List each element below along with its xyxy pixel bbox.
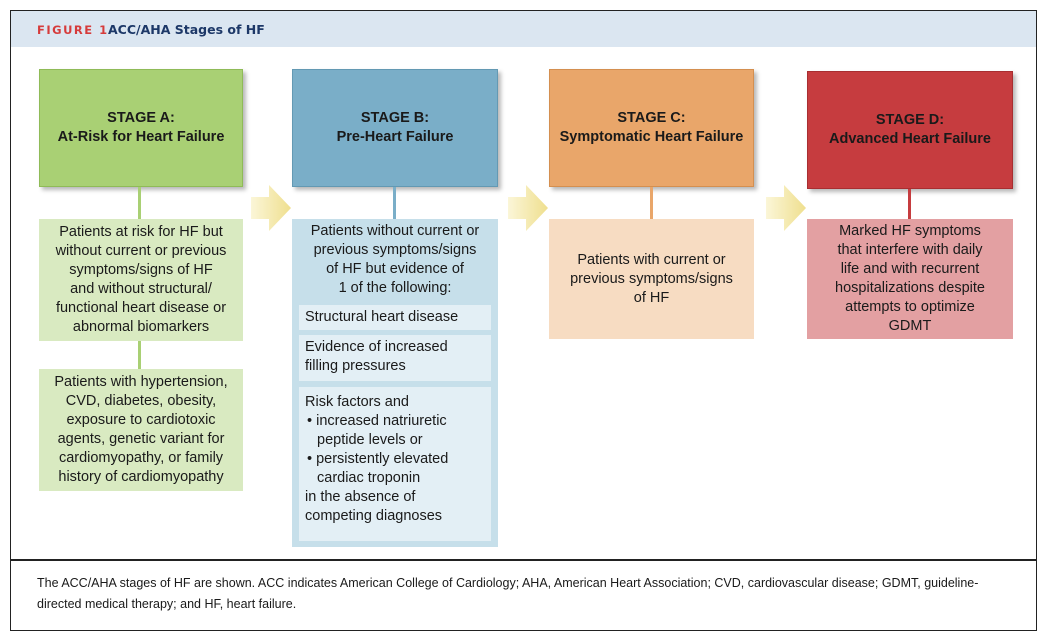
stage-b-risk-bullet-cont: cardiac troponin: [317, 470, 421, 486]
stage-d-box-line: GDMT: [888, 318, 932, 334]
stage-a-box-2-line: agents, genetic variant for: [57, 431, 225, 447]
stage-b-header: STAGE B: Pre-Heart Failure: [292, 69, 498, 187]
stage-a-box-2-line: exposure to cardiotoxic: [66, 412, 216, 428]
stage-c-box-line: previous symptoms/signs: [570, 270, 733, 287]
stage-a-box-2: Patients with hypertension, CVD, diabete…: [39, 369, 243, 491]
figure-number: FIGURE 1: [37, 23, 109, 37]
stage-c-box-1: Patients with current or previous sympto…: [549, 219, 754, 339]
stage-a-box-1-line: abnormal biomarkers: [72, 319, 210, 335]
stage-a-heading: STAGE A:: [107, 110, 175, 126]
stage-d-box-line: attempts to optimize: [845, 299, 975, 315]
stage-b-item-filling: Evidence of increased filling pressures: [299, 335, 491, 381]
stage-b-intro-line: previous symptoms/signs: [313, 242, 477, 258]
stage-c-subheading: Symptomatic Heart Failure: [559, 129, 744, 145]
stage-b-risk-bullet: • persistently elevated: [307, 451, 449, 467]
stage-d-box-line: Marked HF symptoms: [839, 223, 981, 239]
stage-a-box-1-line: Patients at risk for HF but: [59, 224, 223, 240]
stage-a-box-1: Patients at risk for HF but without curr…: [39, 219, 243, 341]
stage-b-item-structural: Structural heart disease: [299, 305, 491, 330]
arrow-b-to-c-icon: [508, 185, 548, 231]
stage-a-connector-mid: [138, 341, 141, 369]
stage-d-heading: STAGE D:: [875, 112, 945, 128]
figure-title: ACC/AHA Stages of HF: [108, 22, 265, 37]
stage-a-box-1-line: functional heart disease or: [55, 300, 227, 316]
caption-line-2: directed medical therapy; and HF, heart …: [37, 597, 297, 611]
stage-d-box-line: life and with recurrent: [840, 261, 980, 277]
stage-b-intro-line: 1 of the following:: [338, 280, 452, 296]
stage-c-box-line: Patients with current or: [577, 251, 726, 268]
stage-c-connector: [650, 187, 653, 219]
stage-a-header: STAGE A: At-Risk for Heart Failure: [39, 69, 243, 187]
stage-b-item-line: Evidence of increased: [305, 339, 448, 355]
caption-line-1: The ACC/AHA stages of HF are shown. ACC …: [37, 576, 979, 590]
stage-a-box-1-line: without current or previous: [55, 243, 227, 259]
stage-d-box-1: Marked HF symptoms that interfere with d…: [807, 219, 1013, 339]
stage-d-box-line: hospitalizations despite: [835, 280, 985, 296]
figure-frame: FIGURE 1 ACC/AHA Stages of HF STAGE A: A…: [10, 10, 1037, 631]
stage-b-intro-line: Patients without current or: [310, 223, 480, 239]
arrow-a-to-b-icon: [251, 185, 291, 231]
stage-d-subheading: Advanced Heart Failure: [829, 131, 991, 147]
caption-divider: [11, 559, 1036, 561]
figure-caption: The ACC/AHA stages of HF are shown. ACC …: [37, 573, 1017, 615]
stage-c-box-line: of HF: [633, 289, 670, 306]
stage-b-item-line: Structural heart disease: [305, 309, 459, 325]
stage-b-risk-tail: in the absence of: [305, 489, 416, 505]
stage-c-header: STAGE C: Symptomatic Heart Failure: [549, 69, 754, 187]
figure-header: FIGURE 1 ACC/AHA Stages of HF: [11, 11, 1036, 47]
stage-b-intro-line: of HF but evidence of: [326, 261, 464, 277]
stage-a-box-2-line: history of cardiomyopathy: [58, 469, 224, 485]
stage-a-box-2-line: CVD, diabetes, obesity,: [65, 393, 217, 409]
stage-b-item-line: filling pressures: [305, 358, 406, 374]
stage-a-subheading: At-Risk for Heart Failure: [57, 129, 225, 145]
stage-d-header: STAGE D: Advanced Heart Failure: [807, 71, 1013, 189]
stage-d-connector: [908, 189, 911, 219]
stage-b-connector: [393, 187, 396, 219]
stage-a-connector-top: [138, 187, 141, 219]
stage-d-box-line: that interfere with daily: [837, 242, 983, 258]
diagram-area: STAGE A: At-Risk for Heart Failure Patie…: [11, 47, 1036, 559]
stage-a-box-1-line: and without structural/: [70, 281, 212, 297]
stage-b-subheading: Pre-Heart Failure: [336, 129, 454, 145]
stage-b-risk-tail: competing diagnoses: [305, 508, 443, 524]
stage-b-risk-bullet-cont: peptide levels or: [317, 432, 423, 448]
stage-c-heading: STAGE C:: [617, 110, 686, 126]
stage-a-box-2-line: cardiomyopathy, or family: [58, 450, 224, 466]
stage-b-heading: STAGE B:: [360, 110, 430, 126]
stage-a-box-1-line: symptoms/signs of HF: [69, 262, 213, 278]
stage-a-box-2-line: Patients with hypertension,: [54, 374, 228, 390]
stage-b-risk-bullet: • increased natriuretic: [307, 413, 447, 429]
stage-b-risk-lead: Risk factors and: [305, 394, 409, 410]
arrow-c-to-d-icon: [766, 185, 806, 231]
stage-b-item-risk-factors: Risk factors and • increased natriuretic…: [299, 387, 491, 541]
